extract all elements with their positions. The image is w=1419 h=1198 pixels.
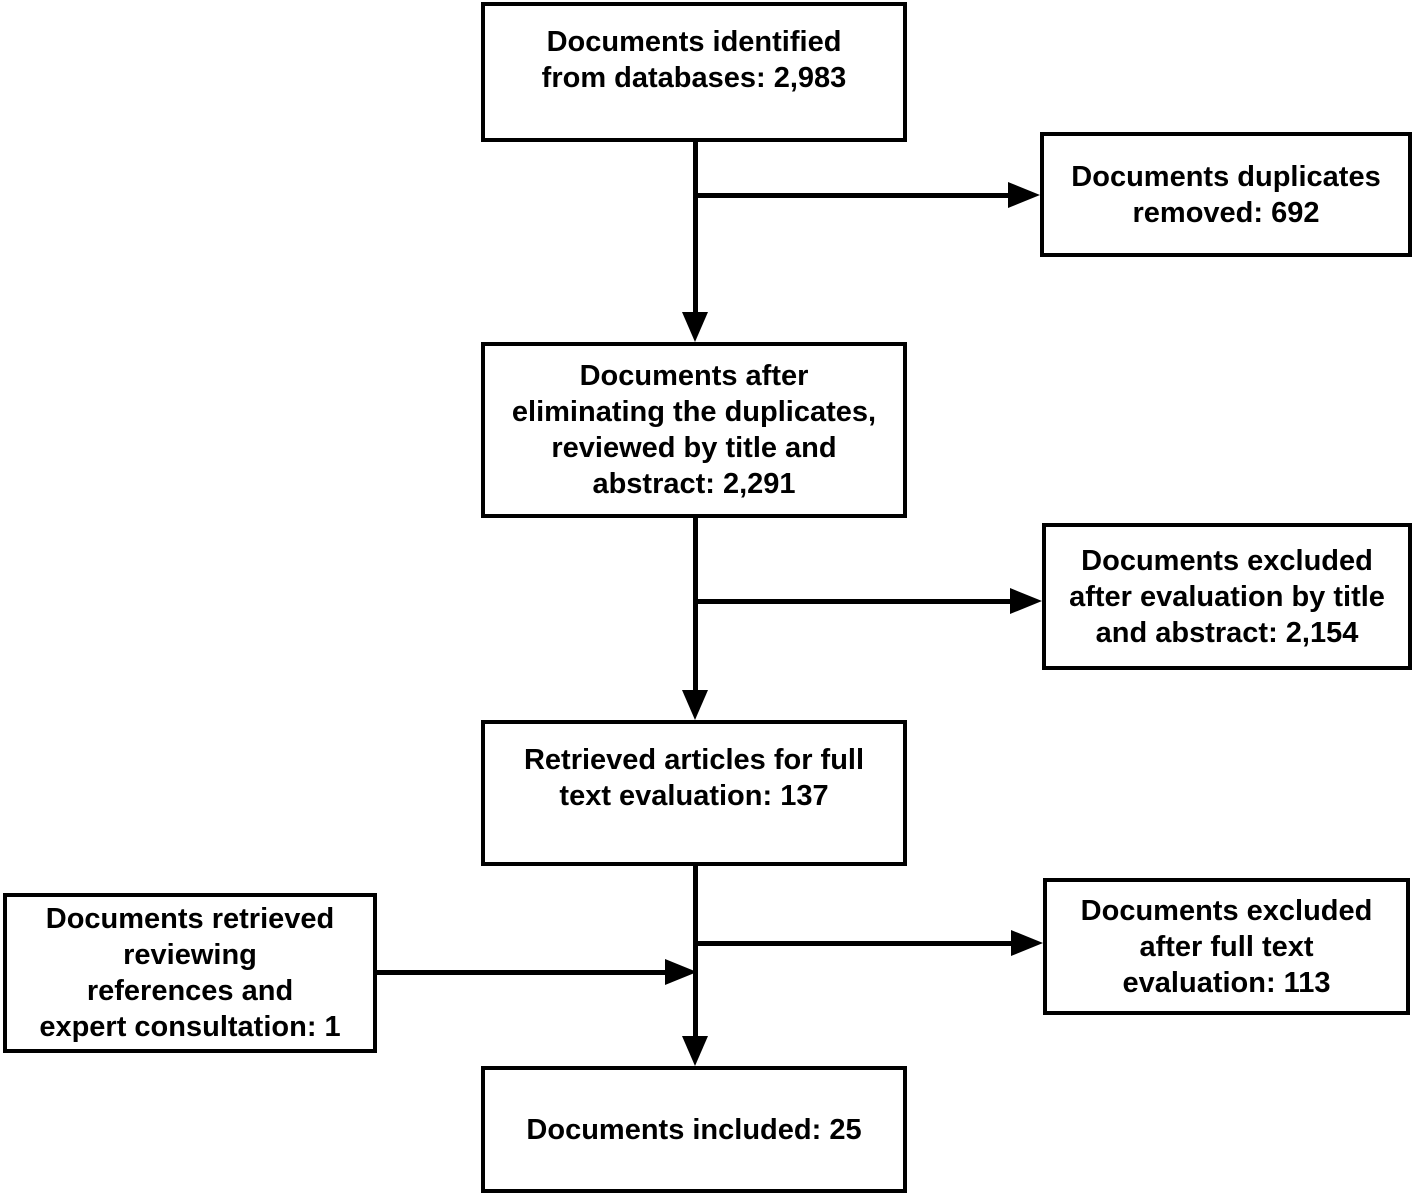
box-documents-included: Documents included: 25 [481, 1066, 907, 1193]
box-fulltext-retrieved: Retrieved articles for full text evaluat… [481, 720, 907, 866]
box-excluded-title-abstract-label: Documents excluded after evaluation by t… [1069, 544, 1385, 649]
box-references-consultation: Documents retrieved reviewing references… [3, 893, 377, 1053]
box-after-duplicates-review-label: Documents after eliminating the duplicat… [511, 360, 877, 500]
arrow-to-excluded-fulltext-head-icon [1011, 930, 1043, 956]
arrow-to-excluded-fulltext-line [695, 941, 1011, 946]
arrow-references-to-trunk-head-icon [665, 959, 697, 985]
arrow-fulltext-to-included-line [693, 866, 698, 1038]
box-documents-identified: Documents identified from databases: 2,9… [481, 2, 907, 142]
box-excluded-fulltext-label: Documents excluded after full text evalu… [1080, 894, 1373, 999]
arrow-to-excluded-title-abstract-head-icon [1010, 588, 1042, 614]
arrow-references-to-trunk-line [377, 970, 665, 975]
box-excluded-title-abstract: Documents excluded after evaluation by t… [1042, 523, 1412, 670]
arrow-to-duplicates-removed-line [695, 193, 1008, 198]
box-documents-identified-label: Documents identified from databases: 2,9… [541, 26, 847, 94]
arrow-fulltext-to-included-head-icon [682, 1036, 708, 1066]
arrow-to-excluded-title-abstract-line [695, 599, 1010, 604]
box-after-duplicates-review: Documents after eliminating the duplicat… [481, 342, 907, 518]
arrow-identified-to-review-head-icon [682, 312, 708, 342]
box-references-consultation-label: Documents retrieved reviewing references… [39, 903, 341, 1043]
box-documents-included-label: Documents included: 25 [526, 1113, 862, 1146]
arrow-review-to-fulltext-head-icon [682, 690, 708, 720]
arrow-review-to-fulltext-line [693, 518, 698, 692]
box-duplicates-removed: Documents duplicates removed: 692 [1040, 132, 1412, 257]
box-duplicates-removed-label: Documents duplicates removed: 692 [1071, 160, 1381, 229]
arrow-to-duplicates-removed-head-icon [1008, 182, 1040, 208]
box-fulltext-retrieved-label: Retrieved articles for full text evaluat… [523, 744, 865, 812]
arrow-identified-to-review-line [693, 142, 698, 314]
box-excluded-fulltext: Documents excluded after full text evalu… [1043, 878, 1410, 1015]
